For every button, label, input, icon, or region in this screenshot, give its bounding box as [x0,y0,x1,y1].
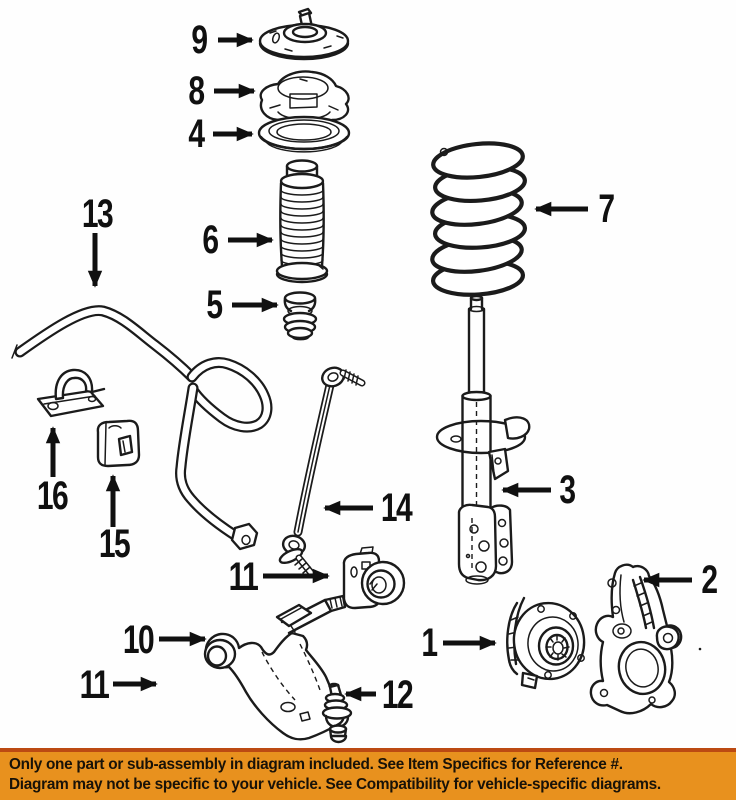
callout-13: 13 [82,192,115,288]
callout-8: 8 [188,69,256,113]
callout-label-13: 13 [82,192,113,236]
callout-label-16: 16 [37,474,68,518]
callout-label-7: 7 [598,187,614,231]
callout-label-5: 5 [206,283,222,327]
callout-16: 16 [37,426,70,518]
callout-2: 2 [642,558,719,602]
disclaimer-banner: Only one part or sub-assembly in diagram… [0,748,736,800]
callout-6: 6 [202,218,274,262]
callout-label-1: 1 [421,621,437,665]
callout-4: 4 [188,112,254,156]
part-13-stabilizer-bar [11,305,273,551]
disclaimer-line-2: Diagram may not be specific to your vehi… [9,776,661,793]
callout-label-10: 10 [123,618,154,662]
part-5-strut-bumper [282,291,318,341]
callout-14: 14 [323,486,414,530]
callout-label-2: 2 [701,558,717,602]
callout-1: 1 [421,621,497,665]
part-10-lower-control-arm [203,594,347,741]
part-14-stabilizer-link [278,366,366,578]
parts-diagram-canvas: 9 8 4 6 5 7 13 16 15 14 11 10 [11,7,719,744]
part-11-control-arm-rear-bushing [342,546,406,610]
callout-7: 7 [534,187,616,231]
callout-label-15: 15 [99,522,130,566]
part-12-ball-joint [321,682,353,744]
part-3-strut-assembly [435,294,531,585]
part-7-coil-spring [430,141,528,297]
callout-label-3: 3 [559,468,575,512]
callout-11-rear: 11 [229,555,330,599]
callout-label-4: 4 [188,112,205,156]
callout-3: 3 [501,468,577,512]
callout-label-11-rear: 11 [229,555,259,599]
part-9-strut-mount [258,7,350,61]
callout-label-14: 14 [381,486,413,530]
callout-label-12: 12 [382,673,413,717]
callout-12: 12 [344,673,415,717]
callout-label-8: 8 [188,69,204,113]
part-15-stabilizer-bar-bushing [96,419,141,468]
part-16-stabilizer-bar-bracket [36,368,106,418]
callout-15: 15 [99,474,132,566]
callout-label-6: 6 [202,218,218,262]
part-6-strut-dust-boot [275,159,329,284]
part-1-hub-and-bearing [506,596,586,690]
callout-5: 5 [206,283,279,327]
callout-9: 9 [191,18,254,62]
callout-11-front: 11 [80,663,158,707]
part-2-steering-knuckle [589,563,702,715]
callout-label-11-front: 11 [80,663,110,707]
disclaimer-line-1: Only one part or sub-assembly in diagram… [9,756,623,773]
part-4-upper-spring-seat [257,115,351,153]
callout-label-9: 9 [191,18,207,62]
callout-10: 10 [123,618,207,662]
